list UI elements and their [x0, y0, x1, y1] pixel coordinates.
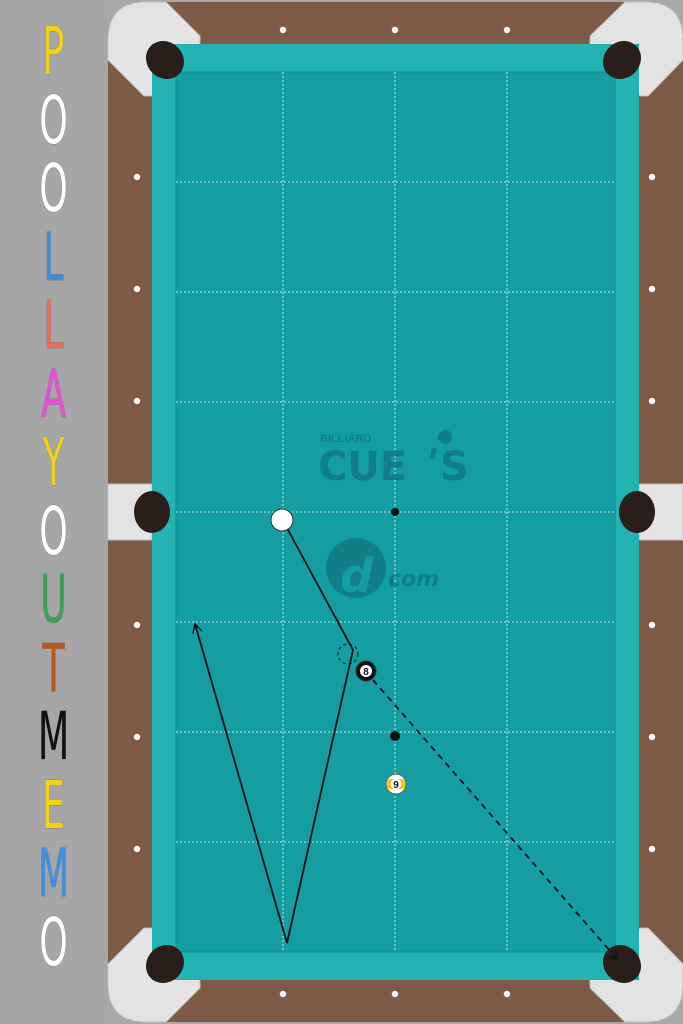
watermark-circle-icon	[326, 538, 386, 598]
rail-diamond	[133, 285, 141, 293]
rail-diamond	[133, 173, 141, 181]
ball-9[interactable]: 9	[385, 773, 407, 795]
watermark-apostrophe: ’	[428, 443, 439, 478]
pocket-top-left	[145, 40, 185, 80]
ball-8-label: 8	[363, 667, 369, 678]
rail-diamond	[503, 26, 511, 34]
title-letter: L	[43, 287, 64, 364]
rail-diamond	[279, 26, 287, 34]
watermark-suffix-text: S	[440, 444, 469, 490]
rail-diamond	[503, 990, 511, 998]
rail-diamond	[133, 621, 141, 629]
head-spot	[391, 508, 399, 516]
ghost-ball	[337, 643, 359, 665]
watermark-logo-letter: d	[340, 549, 374, 603]
title-letter: M	[37, 698, 70, 775]
pockets	[134, 40, 655, 984]
rail-diamond	[279, 990, 287, 998]
rail-diamond	[133, 845, 141, 853]
title-letter: A	[41, 355, 66, 433]
cue-ball[interactable]	[270, 508, 294, 532]
cue-ball-path[interactable]	[195, 527, 354, 944]
rail-diamond	[648, 621, 656, 629]
title-letter: L	[43, 218, 64, 296]
rail-diamond	[133, 733, 141, 741]
rail-diamond	[648, 173, 656, 181]
title-letter: O	[39, 150, 68, 227]
watermark-domain-text: com	[388, 567, 439, 592]
ball-8[interactable]: 8	[355, 660, 377, 682]
title-letter: P	[42, 13, 65, 90]
rail-diamond	[648, 733, 656, 741]
rail-diamond	[648, 845, 656, 853]
rail-diamond	[133, 397, 141, 405]
title-letter: U	[40, 561, 67, 638]
pocket-top-right	[602, 40, 642, 80]
foot-spot	[390, 731, 400, 741]
title-letter: T	[42, 629, 65, 707]
rail-diamond	[391, 26, 399, 34]
object-ball-path[interactable]	[372, 679, 618, 960]
rail-diamond	[648, 285, 656, 293]
pocket-mid-left	[134, 491, 170, 533]
pocket-mid-right	[619, 491, 655, 533]
watermark-logo: BILLIARD CUE ’ S d com	[318, 430, 469, 603]
pocket-bottom-left	[145, 944, 185, 984]
title-letter: O	[39, 81, 68, 159]
title-letter: E	[42, 766, 65, 844]
title-letter: M	[37, 835, 70, 912]
watermark-small-text: BILLIARD	[320, 433, 371, 445]
title-letter: Y	[42, 424, 65, 501]
watermark-ball-icon	[438, 430, 452, 444]
rail-diamond	[648, 397, 656, 405]
watermark-brand-text: CUE	[318, 444, 407, 490]
rail-diamond	[391, 990, 399, 998]
title-letter: O	[39, 903, 68, 981]
ball-9-label: 9	[393, 780, 399, 791]
rail-diamonds	[133, 26, 656, 998]
title-letter: O	[39, 492, 68, 570]
